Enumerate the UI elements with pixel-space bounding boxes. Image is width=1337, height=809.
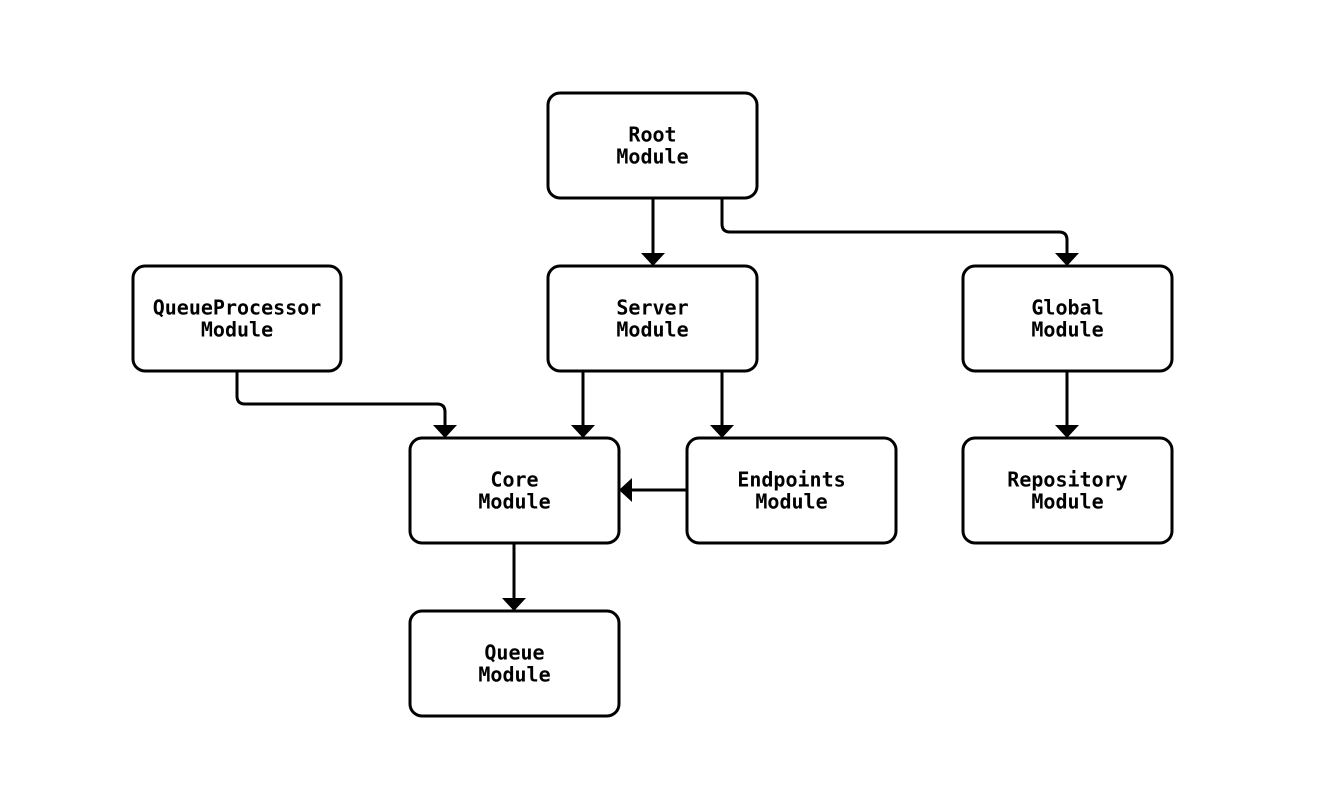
edges-layer: [235, 198, 1079, 611]
edge-server-to-endpoints: [710, 371, 734, 438]
edge-queueprocessor-to-core: [235, 371, 457, 438]
node-box-root-module: [546, 91, 759, 200]
arrowhead-core-to-queue: [502, 598, 526, 611]
node-box-queue-module: [408, 609, 621, 718]
arrowhead-server-to-endpoints: [710, 425, 734, 438]
arrowhead-server-to-core: [571, 425, 595, 438]
edge-global-to-repository: [1055, 371, 1079, 438]
arrowhead-root-to-global: [1055, 253, 1079, 266]
edge-root-to-global: [720, 198, 1079, 266]
edge-endpoints-to-core: [619, 478, 687, 502]
node-box-queueprocessor-module: [131, 264, 343, 373]
node-box-core-module: [408, 436, 621, 545]
node-box-endpoints-module: [685, 436, 898, 545]
arrowhead-root-to-server: [641, 253, 665, 266]
edge-root-to-server: [641, 198, 665, 266]
edge-core-to-queue: [502, 543, 526, 611]
arrowhead-queueprocessor-to-core: [433, 425, 457, 438]
node-box-server-module: [546, 264, 759, 373]
edge-server-to-core: [571, 371, 595, 438]
node-box-repository-module: [961, 436, 1174, 545]
node-box-global-module: [961, 264, 1174, 373]
arrowhead-global-to-repository: [1055, 425, 1079, 438]
arrowhead-endpoints-to-core: [619, 478, 632, 502]
